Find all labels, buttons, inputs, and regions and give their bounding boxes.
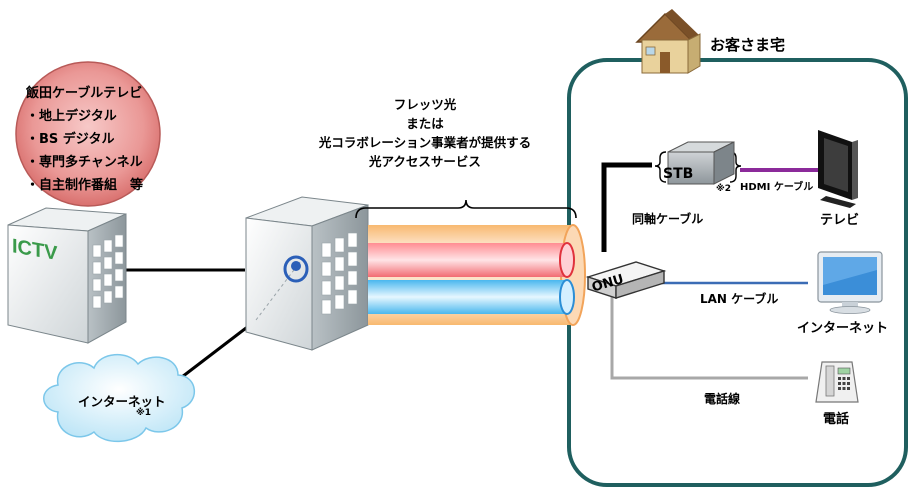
provider-services-text: 飯田ケーブルテレビ ・地上デジタル ・BS デジタル ・専門多チャンネル ・自主… [26,82,143,197]
service-item: ・BS デジタル [26,132,115,147]
coax-cable-line [601,162,652,252]
phone-line [610,296,808,380]
stb-note: ※2 [716,184,732,194]
internet-cloud [43,354,196,443]
service-item: ・地上デジタル [26,109,117,124]
fiber-service-title: フレッツ光 または 光コラボレーション事業者が提供する 光アクセスサービス [290,95,560,171]
tv-label: テレビ [820,213,860,228]
service-item: ・専門多チャンネル [26,155,143,170]
house-icon [635,9,701,74]
provider-name: 飯田ケーブルテレビ [26,86,143,101]
phone-label: 電話 [823,412,850,427]
coax-cable-label: 同軸ケーブル [632,212,704,226]
service-item: ・自主制作番組 等 [26,178,144,193]
fiber-line: フレッツ光 [393,97,457,112]
onu-device [585,261,667,299]
home-title: お客さま宅 [710,36,786,54]
fiber-tube [368,224,586,326]
fiber-brace [355,199,577,219]
lan-cable-label: LAN ケーブル [700,292,779,306]
computer-icon [817,251,883,314]
ntt-logo-icon [283,255,309,283]
cloud-internet-label: インターネット [78,394,166,409]
stb-device [667,141,735,185]
stb-right-brace [729,151,742,183]
telephone-icon [815,361,859,403]
tv-icon [818,130,858,208]
phone-line-label: 電話線 [704,392,741,406]
fiber-line: 光アクセスサービス [369,154,481,169]
hub-building [245,196,369,351]
hdmi-cable-label: HDMI ケーブル [740,182,814,193]
provider-services-circle [15,61,161,207]
stb-label: STB [663,166,693,182]
stb-left-brace [654,151,667,183]
home-internet-label: インターネット [797,321,889,336]
hub-to-internet-line [177,323,251,382]
fiber-line: 光コラボレーション事業者が提供する [318,135,532,150]
cloud-note: ※1 [136,408,152,418]
fiber-line: または [406,116,444,131]
provider-building [7,207,127,344]
